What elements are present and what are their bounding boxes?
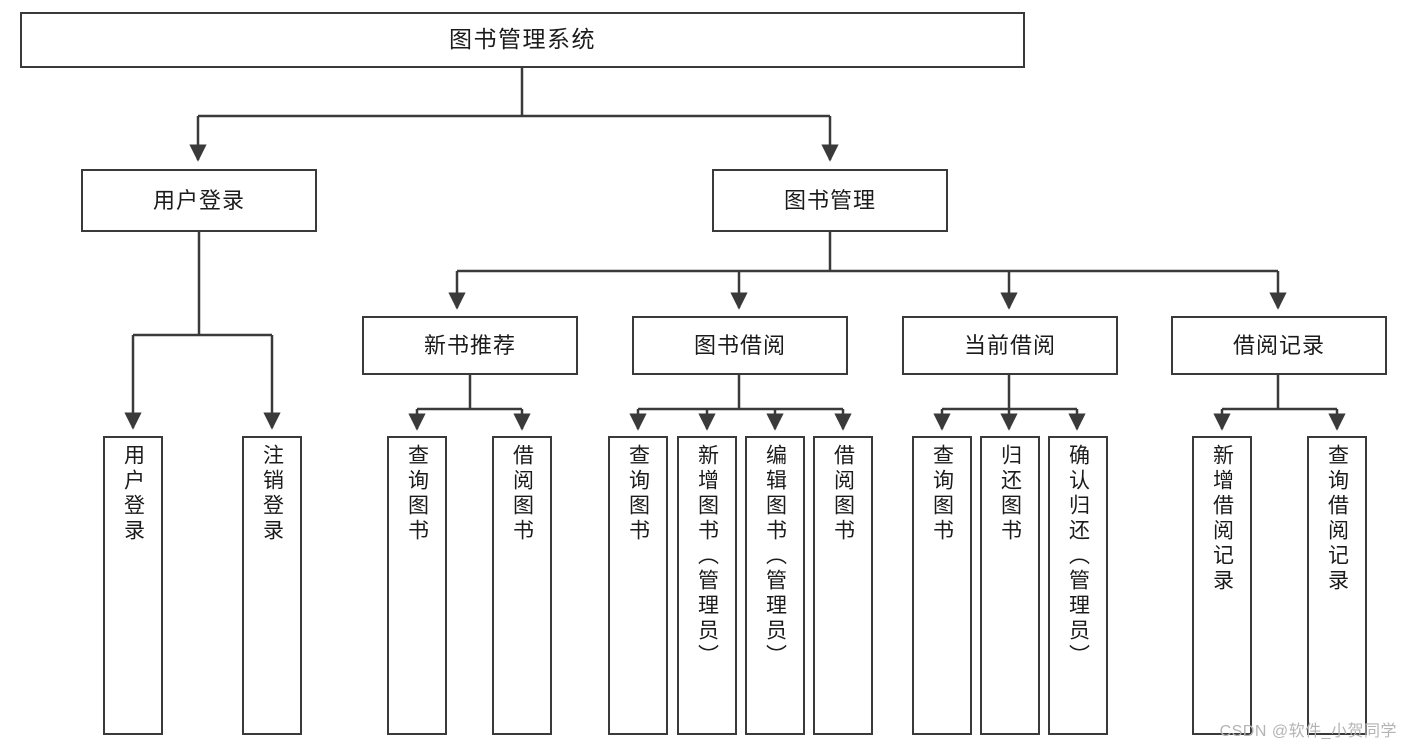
node-current-borrow[interactable]: 当前借阅 <box>902 316 1118 375</box>
node-label: 确认归还（管理员） <box>1066 444 1090 669</box>
node-leaf-borrow-book-2[interactable]: 借阅图书 <box>813 436 873 735</box>
node-user-login[interactable]: 用户登录 <box>81 169 317 232</box>
node-label: 图书借阅 <box>693 332 786 358</box>
node-label: 归还图书 <box>998 444 1022 544</box>
node-borrow-record[interactable]: 借阅记录 <box>1171 316 1387 375</box>
node-leaf-borrow-book-1[interactable]: 借阅图书 <box>492 436 552 735</box>
node-book-management-system[interactable]: 图书管理系统 <box>20 12 1025 68</box>
node-leaf-return-book[interactable]: 归还图书 <box>980 436 1040 735</box>
node-label: 新增借阅记录 <box>1210 444 1234 594</box>
node-leaf-edit-book[interactable]: 编辑图书（管理员） <box>745 436 805 735</box>
csdn-watermark: CSDN @软件_小贺同学 <box>1219 723 1397 740</box>
node-leaf-user-login[interactable]: 用户登录 <box>103 436 163 735</box>
node-leaf-query-book-3[interactable]: 查询图书 <box>912 436 972 735</box>
node-label: 借阅记录 <box>1232 332 1325 358</box>
node-label: 图书管理系统 <box>449 26 596 53</box>
node-leaf-logout[interactable]: 注销登录 <box>242 436 302 735</box>
node-label: 查询图书 <box>930 444 954 544</box>
node-leaf-query-record[interactable]: 查询借阅记录 <box>1307 436 1367 735</box>
node-book-borrow[interactable]: 图书借阅 <box>632 316 848 375</box>
node-book-manage[interactable]: 图书管理 <box>712 169 948 232</box>
node-label: 注销登录 <box>260 444 284 544</box>
node-label: 查询图书 <box>405 444 429 544</box>
node-label: 用户登录 <box>121 444 145 544</box>
node-leaf-query-book-2[interactable]: 查询图书 <box>608 436 668 735</box>
node-leaf-add-book[interactable]: 新增图书（管理员） <box>677 436 737 735</box>
node-label: 查询借阅记录 <box>1325 444 1349 594</box>
node-label: 图书管理 <box>783 187 876 213</box>
node-label: 新书推荐 <box>423 332 516 358</box>
node-leaf-add-record[interactable]: 新增借阅记录 <box>1192 436 1252 735</box>
node-label: 编辑图书（管理员） <box>763 444 787 669</box>
node-label: 用户登录 <box>152 187 245 213</box>
node-new-book-recommend[interactable]: 新书推荐 <box>362 316 578 375</box>
node-label: 借阅图书 <box>510 444 534 544</box>
node-label: 当前借阅 <box>963 332 1056 358</box>
node-label: 新增图书（管理员） <box>695 444 719 669</box>
node-leaf-confirm-return[interactable]: 确认归还（管理员） <box>1048 436 1108 735</box>
node-leaf-query-book-1[interactable]: 查询图书 <box>387 436 447 735</box>
node-label: 借阅图书 <box>831 444 855 544</box>
node-label: 查询图书 <box>626 444 650 544</box>
